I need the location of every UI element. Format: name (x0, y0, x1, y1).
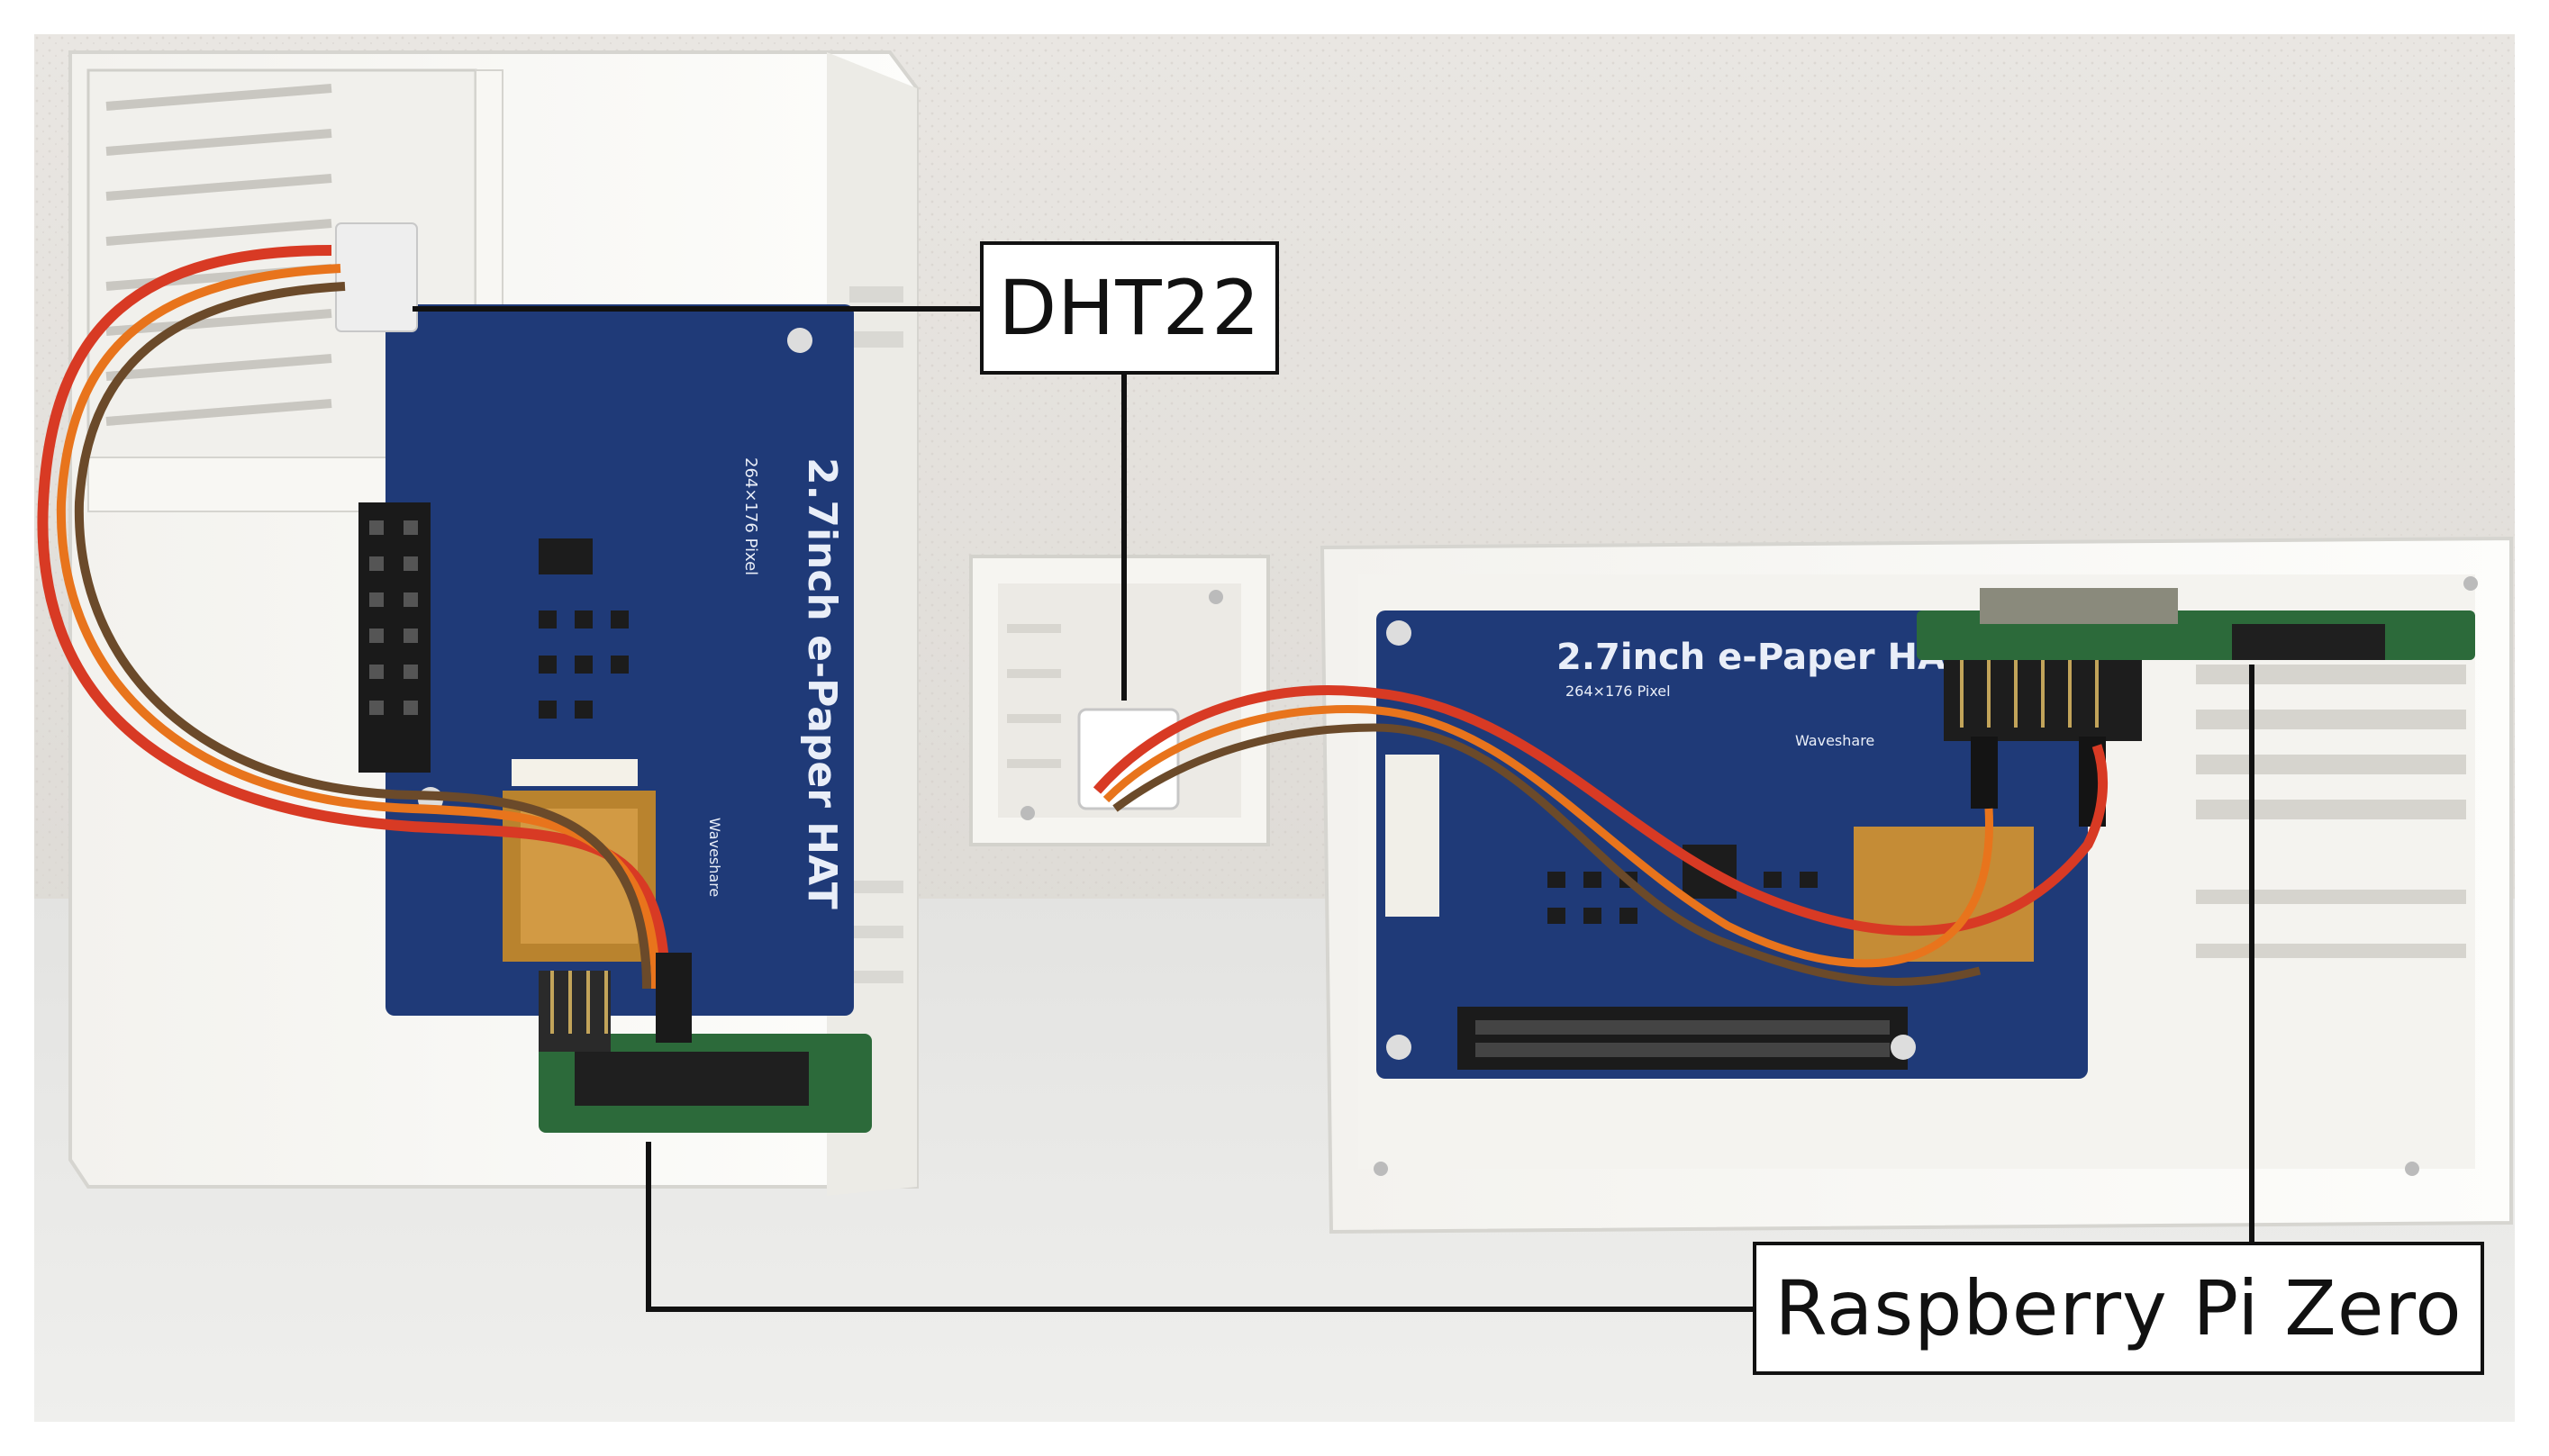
dht22-callout-label: DHT22 (980, 241, 1279, 375)
dht22-sensor-left (335, 222, 418, 332)
board-brand-left: Waveshare (706, 818, 723, 897)
left-case: 2.7inch e-Paper HAT 264×176 Pixel Wavesh… (37, 50, 919, 1196)
sensor-module-case (969, 555, 1270, 846)
photo: 2.7inch e-Paper HAT 264×176 Pixel Wavesh… (34, 34, 2515, 1422)
raspberry-pi-zero-left (539, 953, 872, 1133)
raspberry-pi-zero-callout-label: Raspberry Pi Zero (1753, 1242, 2484, 1375)
board-resolution-left: 264×176 Pixel (741, 457, 760, 575)
board-title-right: 2.7inch e-Paper HAT (1556, 637, 1968, 678)
right-case: 2.7inch e-Paper HAT 264×176 Pixel Wavesh… (1320, 536, 2513, 1234)
board-brand-right: Waveshare (1795, 732, 1874, 749)
callout-leader-lines (413, 306, 2254, 1312)
board-title-left: 2.7inch e-Paper HAT (799, 457, 845, 909)
board-resolution-right: 264×176 Pixel (1565, 683, 1671, 700)
epaper-board-right: 2.7inch e-Paper HAT 264×176 Pixel Wavesh… (1376, 610, 2088, 1079)
epaper-board-left: 2.7inch e-Paper HAT 264×176 Pixel Wavesh… (358, 304, 854, 1016)
